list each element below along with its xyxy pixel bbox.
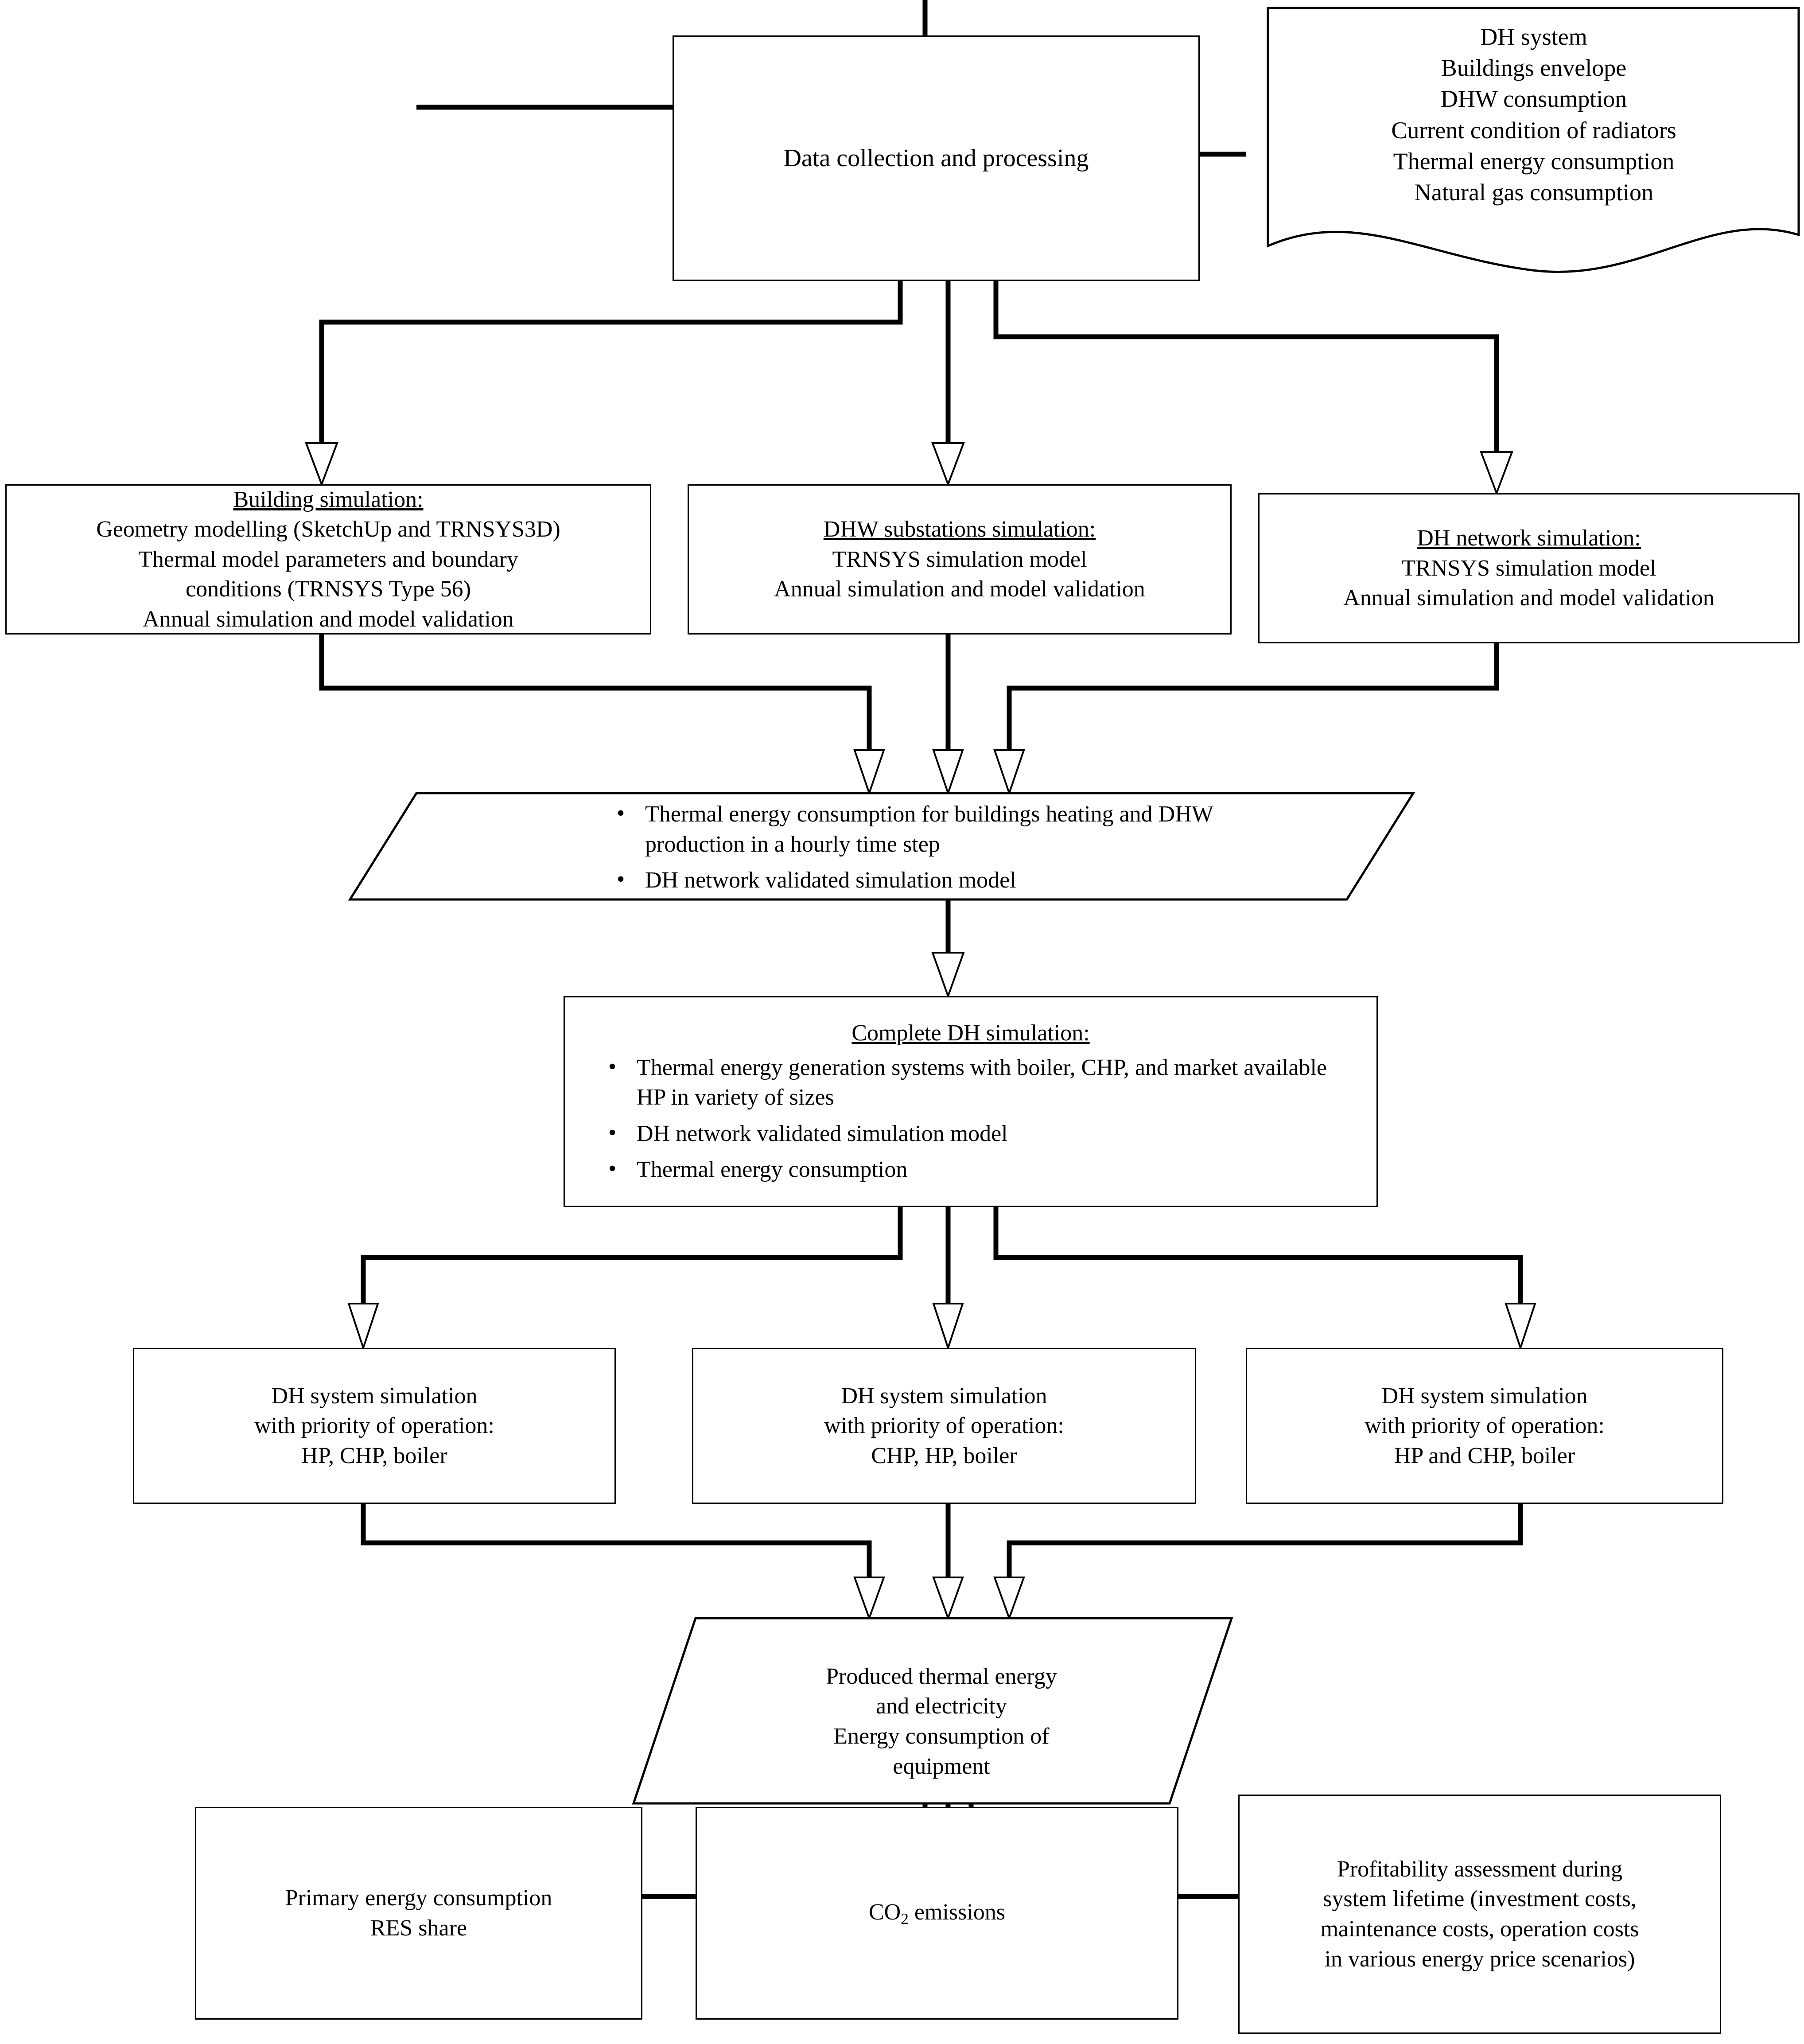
edge-complete-to-priority-3 (993, 1207, 1536, 1351)
dh-network-simulation-line-1: Annual simulation and model validation (1343, 585, 1715, 611)
co2-emissions-label: CO2 emissions (869, 1897, 1005, 1929)
edge-complete-to-priority-2 (932, 1207, 964, 1351)
edge-outputs-to-complete-dh-simulation (931, 899, 965, 999)
dhw-simulation-line-0: TRNSYS simulation model (832, 546, 1087, 572)
dh-sim-priority-2-line-0: DH system simulation (841, 1383, 1047, 1409)
node-dh-sim-priority-2[interactable]: DH system simulation with priority of op… (692, 1348, 1196, 1504)
complete-dh-bullet-0: Thermal energy generation systems with b… (599, 1052, 1343, 1113)
node-inputs-document[interactable]: DH system Buildings envelope DHW consump… (1268, 13, 1800, 235)
co2-label-subscript: 2 (901, 1909, 909, 1927)
dh-network-simulation-text: DH network simulation: TRNSYS simulation… (1343, 523, 1715, 613)
dh-sim-priority-3-text: DH system simulation with priority of op… (1365, 1381, 1605, 1471)
complete-dh-bullet-1: DH network validated simulation model (599, 1118, 1343, 1149)
complete-dh-bullets: Thermal energy generation systems with b… (599, 1052, 1343, 1185)
edge-data-collection-to-dh-network-simulation (993, 281, 1513, 496)
node-intermediate-outputs[interactable]: Thermal energy consumption for buildings… (532, 798, 1373, 897)
profitability-line-1: system lifetime (investment costs, (1323, 1886, 1637, 1912)
dh-sim-priority-3-line-0: DH system simulation (1381, 1383, 1588, 1409)
edge-dh-network-simulation-to-outputs (993, 643, 1499, 796)
edge-complete-to-priority-1 (347, 1207, 903, 1351)
dh-sim-priority-1-text: DH system simulation with priority of op… (254, 1381, 494, 1471)
node-building-simulation[interactable]: Building simulation: Geometry modelling … (5, 484, 651, 635)
inputs-line-2: DHW consumption (1440, 86, 1627, 113)
production-outputs-line-2: Energy consumption of (833, 1724, 1050, 1749)
building-simulation-line-0: Geometry modelling (SketchUp and TRNSYS3… (96, 517, 560, 542)
node-co2-emissions[interactable]: CO2 emissions (696, 1807, 1178, 2020)
dh-sim-priority-1-line-2: HP, CHP, boiler (301, 1443, 447, 1468)
node-production-outputs[interactable]: Produced thermal energy and electricity … (665, 1639, 1218, 1803)
node-primary-energy[interactable]: Primary energy consumption RES share (195, 1807, 642, 2020)
inputs-document-shape (1267, 7, 1800, 273)
dh-sim-priority-1-line-0: DH system simulation (271, 1383, 478, 1409)
dh-sim-priority-2-text: DH system simulation with priority of op… (824, 1381, 1064, 1471)
building-simulation-line-2: conditions (TRNSYS Type 56) (186, 576, 471, 602)
building-simulation-heading: Building simulation: (233, 487, 424, 512)
node-complete-dh-simulation[interactable]: Complete DH simulation: Thermal energy g… (564, 996, 1378, 1207)
profitability-text: Profitability assessment during system l… (1320, 1854, 1639, 1974)
dh-sim-priority-2-line-1: with priority of operation: (824, 1413, 1064, 1439)
production-outputs-line-3: equipment (893, 1753, 990, 1779)
production-outputs-line-0: Produced thermal energy (826, 1663, 1057, 1689)
node-dh-sim-priority-1[interactable]: DH system simulation with priority of op… (133, 1348, 616, 1504)
dh-sim-priority-2-line-2: CHP, HP, boiler (871, 1443, 1017, 1468)
dh-sim-priority-1-line-1: with priority of operation: (254, 1413, 494, 1439)
edge-priority-2-to-production-outputs (932, 1504, 964, 1621)
primary-energy-line-0: Primary energy consumption (285, 1885, 552, 1911)
dh-sim-priority-3-line-2: HP and CHP, boiler (1394, 1443, 1575, 1468)
building-simulation-line-1: Thermal model parameters and boundary (138, 546, 518, 572)
profitability-line-0: Profitability assessment during (1337, 1856, 1623, 1882)
edge-building-simulation-to-outputs (319, 635, 885, 796)
complete-dh-bullet-2: Thermal energy consumption (599, 1154, 1343, 1185)
complete-dh-heading: Complete DH simulation: (851, 1020, 1090, 1046)
intermediate-outputs-bullet-1: DH network validated simulation model (607, 864, 1298, 895)
node-data-collection[interactable]: Data collection and processing (673, 35, 1200, 281)
production-outputs-shape (632, 1617, 1233, 1805)
node-dh-network-simulation[interactable]: DH network simulation: TRNSYS simulation… (1258, 493, 1800, 643)
production-outputs-line-1: and electricity (876, 1694, 1007, 1719)
node-dhw-substations-simulation[interactable]: DHW substations simulation: TRNSYS simul… (688, 484, 1232, 635)
dh-network-simulation-line-0: TRNSYS simulation model (1401, 555, 1656, 581)
production-outputs-text: Produced thermal energy and electricity … (826, 1662, 1057, 1781)
data-collection-label: Data collection and processing (783, 144, 1089, 172)
intermediate-outputs-bullet-0: Thermal energy consumption for buildings… (607, 798, 1298, 859)
building-simulation-text: Building simulation: Geometry modelling … (96, 485, 560, 635)
edge-dhw-simulation-to-outputs (932, 635, 964, 796)
primary-energy-line-1: RES share (370, 1916, 467, 1941)
co2-label-prefix: CO (868, 1900, 901, 1925)
profitability-line-2: maintenance costs, operation costs (1320, 1916, 1639, 1942)
primary-energy-text: Primary energy consumption RES share (285, 1883, 552, 1943)
dhw-simulation-text: DHW substations simulation: TRNSYS simul… (774, 514, 1145, 604)
edge-priority-3-to-production-outputs (993, 1504, 1523, 1621)
dh-network-simulation-heading: DH network simulation: (1417, 526, 1641, 551)
node-profitability[interactable]: Profitability assessment during system l… (1238, 1795, 1721, 2034)
edge-data-collection-to-dhw-simulation (931, 281, 965, 487)
inputs-line-3: Current condition of radiators (1391, 117, 1676, 144)
dh-sim-priority-3-line-1: with priority of operation: (1365, 1413, 1605, 1439)
inputs-line-5: Natural gas consumption (1414, 179, 1653, 206)
profitability-line-3: in various energy price scenarios) (1324, 1946, 1635, 1972)
node-dh-sim-priority-3[interactable]: DH system simulation with priority of op… (1246, 1348, 1723, 1504)
edge-data-collection-to-building-simulation (305, 281, 903, 487)
inputs-line-1: Buildings envelope (1441, 55, 1627, 82)
dhw-simulation-line-1: Annual simulation and model validation (774, 576, 1145, 602)
inputs-line-4: Thermal energy consumption (1393, 148, 1675, 175)
inputs-document-lines: DH system Buildings envelope DHW consump… (1391, 13, 1676, 208)
co2-label-suffix: emissions (908, 1900, 1006, 1925)
inputs-line-0: DH system (1480, 23, 1587, 50)
building-simulation-line-3: Annual simulation and model validation (143, 606, 514, 632)
edge-priority-1-to-production-outputs (361, 1504, 885, 1621)
dhw-simulation-heading: DHW substations simulation: (823, 517, 1096, 542)
intermediate-outputs-bullets: Thermal energy consumption for buildings… (607, 798, 1298, 895)
